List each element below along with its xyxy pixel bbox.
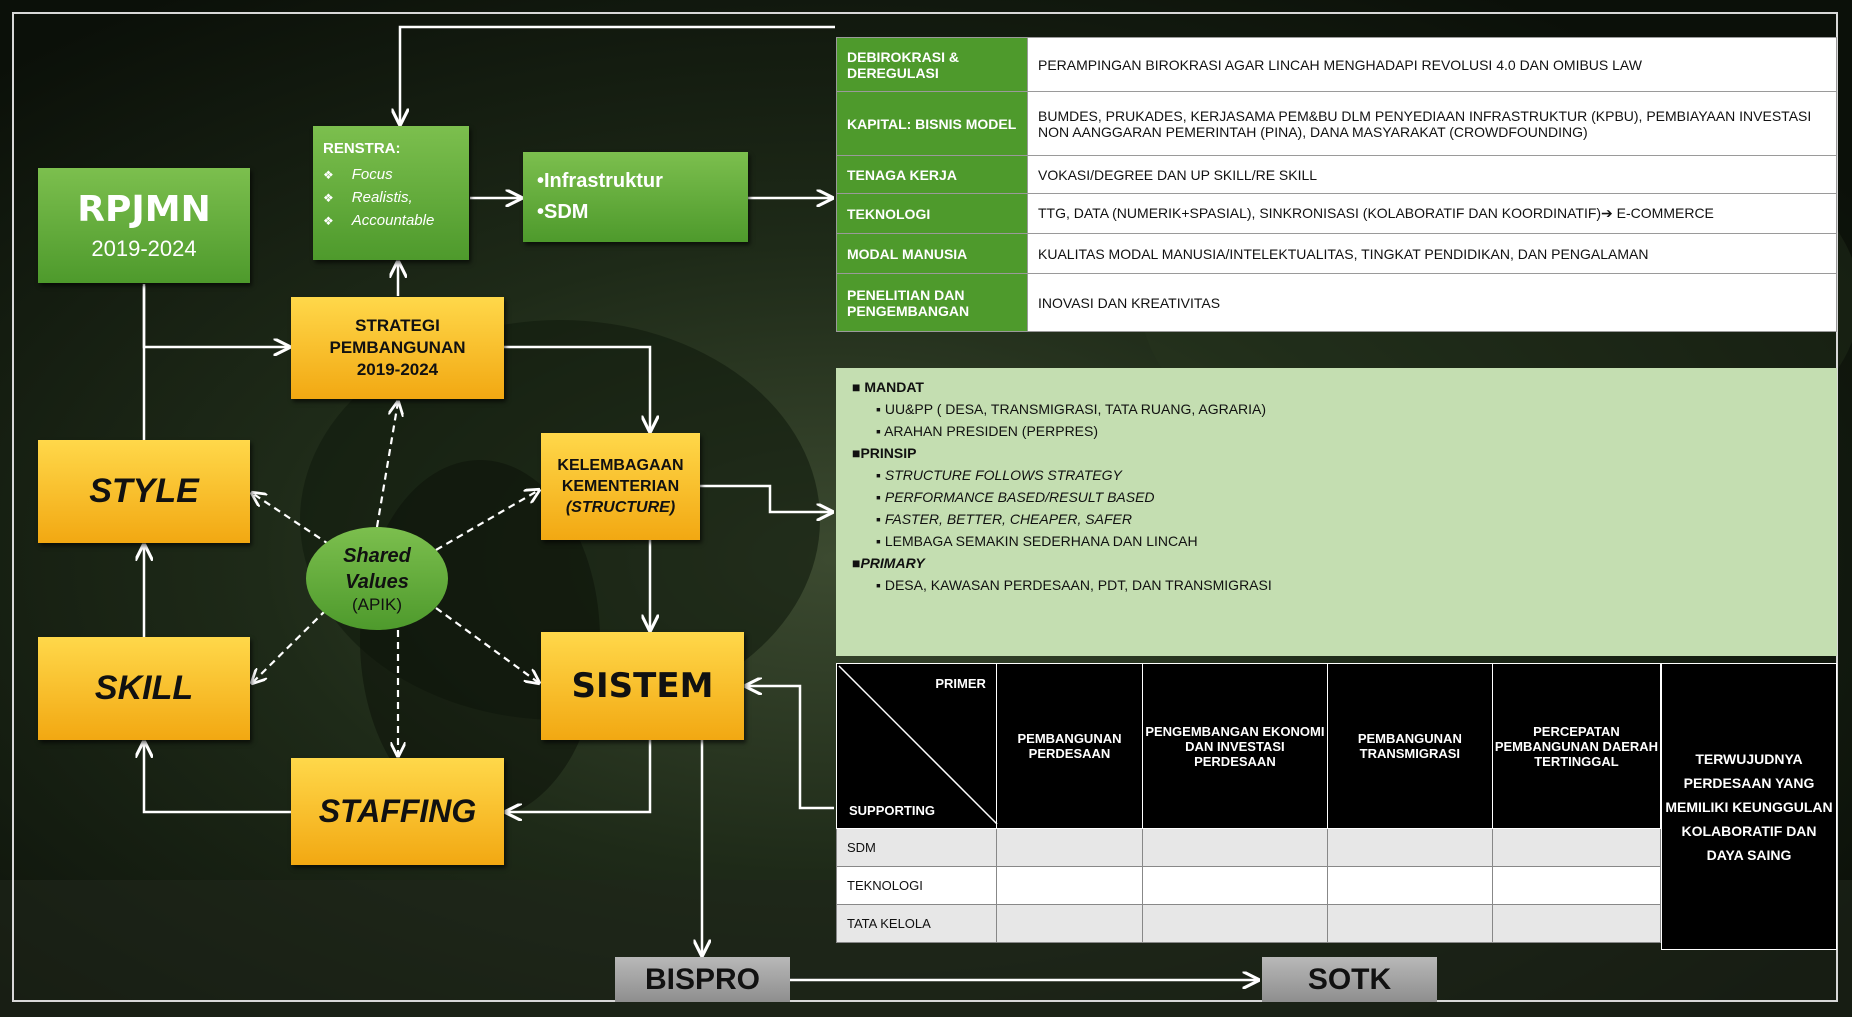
primer-label: PRIMER [935, 676, 986, 691]
table-row: TENAGA KERJA VOKASI/DEGREE DAN UP SKILL/… [836, 155, 1837, 194]
table-label: PENELITIAN DAN PENGEMBANGAN [836, 273, 1028, 332]
table-value: PERAMPINGAN BIROKRASI AGAR LINCAH MENGHA… [1027, 37, 1837, 92]
kelembagaan-line: (STRUCTURE) [565, 499, 676, 516]
matrix-header-row: PRIMER SUPPORTING PEMBANGUNAN PERDESAAN … [836, 663, 1662, 829]
infra-box: •Infrastruktur •SDM [523, 152, 748, 242]
matrix-cell [1491, 904, 1662, 943]
matrix-corner-cell: PRIMER SUPPORTING [836, 663, 998, 829]
staffing-box: STAFFING [291, 758, 504, 865]
table-label: TEKNOLOGI [836, 193, 1028, 234]
matrix-cell [1142, 866, 1328, 905]
table-value: TTG, DATA (NUMERIK+SPASIAL), SINKRONISAS… [1027, 193, 1837, 234]
table-row: PENELITIAN DAN PENGEMBANGAN INOVASI DAN … [836, 273, 1837, 332]
matrix-col-header: PEMBANGUNAN PERDESAAN [995, 663, 1144, 829]
rpjmn-title: RPJMN [77, 189, 211, 230]
prinsip-item: ▪ STRUCTURE FOLLOWS STRATEGY [876, 467, 1122, 483]
primary-heading: ■PRIMARY [852, 555, 925, 571]
mandat-panel: ■ MANDAT ▪ UU&PP ( DESA, TRANSMIGRASI, T… [836, 368, 1837, 656]
rpjmn-years: 2019-2024 [91, 236, 197, 261]
infra-item: •Infrastruktur [537, 170, 663, 192]
renstra-item: ❖Accountable [323, 212, 435, 229]
table-value: BUMDES, PRUKADES, KERJASAMA PEM&BU DLM P… [1027, 91, 1837, 156]
shared-values-line: (APIK) [351, 594, 403, 614]
matrix-cell [1491, 828, 1662, 867]
kelembagaan-line: KELEMBAGAAN [557, 457, 684, 474]
matrix-row-label: TEKNOLOGI [836, 866, 997, 905]
outer-frame [12, 12, 1838, 1002]
mandat-item: ▪ UU&PP ( DESA, TRANSMIGRASI, TATA RUANG… [876, 401, 1267, 417]
table-row: TEKNOLOGI TTG, DATA (NUMERIK+SPASIAL), S… [836, 193, 1837, 234]
matrix-cell [995, 866, 1144, 905]
table-value: INOVASI DAN KREATIVITAS [1027, 273, 1837, 332]
infra-item: •SDM [537, 201, 589, 223]
primary-item: ▪ DESA, KAWASAN PERDESAAN, PDT, DAN TRAN… [876, 577, 1272, 593]
matrix-row: SDM [836, 828, 1662, 867]
diamond-bullet-icon: ❖ [323, 168, 334, 182]
sotk-box: SOTK [1262, 957, 1437, 1002]
table-label: TENAGA KERJA [836, 155, 1028, 194]
matrix-cell [1142, 904, 1328, 943]
matrix-row: TATA KELOLA [836, 904, 1662, 943]
matrix-cell [1142, 828, 1328, 867]
mandat-heading: ■ MANDAT [852, 379, 924, 395]
diamond-bullet-icon: ❖ [323, 214, 334, 228]
table-row: KAPITAL: BISNIS MODEL BUMDES, PRUKADES, … [836, 91, 1837, 156]
strategi-line: PEMBANGUNAN [329, 338, 466, 357]
matrix-cell [1326, 828, 1493, 867]
primer-supporting-matrix: PRIMER SUPPORTING PEMBANGUNAN PERDESAAN … [836, 663, 1662, 943]
matrix-cell [1326, 904, 1493, 943]
prinsip-heading: ■PRINSIP [852, 445, 917, 461]
strategi-line: STRATEGI [355, 316, 440, 335]
matrix-cell [1326, 866, 1493, 905]
matrix-col-header: PEMBANGUNAN TRANSMIGRASI [1326, 663, 1493, 829]
renstra-item: ❖Realistis, [323, 189, 413, 206]
renstra-heading: RENSTRA: [323, 140, 401, 157]
mandat-item: ▪ ARAHAN PRESIDEN (PERPRES) [876, 423, 1099, 439]
matrix-row-label: TATA KELOLA [836, 904, 997, 943]
table-row: DEBIROKRASI & DEREGULASI PERAMPINGAN BIR… [836, 37, 1837, 92]
table-label: MODAL MANUSIA [836, 233, 1028, 274]
style-box: STYLE [38, 440, 250, 543]
goal-cell: TERWUJUDNYA PERDESAAN YANG MEMILIKI KEUN… [1661, 663, 1837, 950]
renstra-box: RENSTRA: ❖Focus ❖Realistis, ❖Accountable [313, 126, 469, 260]
table-value: KUALITAS MODAL MANUSIA/INTELEKTUALITAS, … [1027, 233, 1837, 274]
diamond-bullet-icon: ❖ [323, 191, 334, 205]
skill-box: SKILL [38, 637, 250, 740]
bispro-box: BISPRO [615, 957, 790, 1002]
shared-values-line: Values [345, 570, 409, 593]
kelembagaan-box: KELEMBAGAAN KEMENTERIAN (STRUCTURE) [541, 433, 700, 540]
matrix-row-label: SDM [836, 828, 997, 867]
prinsip-item: ▪ LEMBAGA SEMAKIN SEDERHANA DAN LINCAH [876, 533, 1198, 549]
strategi-box: STRATEGI PEMBANGUNAN 2019-2024 [291, 297, 504, 399]
matrix-cell [995, 828, 1144, 867]
matrix-cell [995, 904, 1144, 943]
matrix-col-header: PERCEPATAN PEMBANGUNAN DAERAH TERTINGGAL [1491, 663, 1662, 829]
shared-values-line: Shared [343, 544, 411, 567]
prinsip-item: ▪ FASTER, BETTER, CHEAPER, SAFER [876, 511, 1132, 527]
sistem-box: SISTEM [541, 632, 744, 740]
shared-values-ellipse: Shared Values (APIK) [306, 527, 448, 630]
strategy-table: DEBIROKRASI & DEREGULASI PERAMPINGAN BIR… [836, 37, 1837, 332]
matrix-row: TEKNOLOGI [836, 866, 1662, 905]
table-label: DEBIROKRASI & DEREGULASI [836, 37, 1028, 92]
matrix-col-header: PENGEMBANGAN EKONOMI DAN INVESTASI PERDE… [1142, 663, 1328, 829]
kelembagaan-line: KEMENTERIAN [561, 478, 680, 495]
matrix-cell [1491, 866, 1662, 905]
diagonal-divider [838, 665, 998, 825]
strategi-line: 2019-2024 [356, 360, 439, 379]
rpjmn-box: RPJMN 2019-2024 [38, 168, 250, 283]
renstra-item: ❖Focus [323, 166, 393, 183]
prinsip-item: ▪ PERFORMANCE BASED/RESULT BASED [876, 489, 1155, 505]
table-row: MODAL MANUSIA KUALITAS MODAL MANUSIA/INT… [836, 233, 1837, 274]
table-label: KAPITAL: BISNIS MODEL [836, 91, 1028, 156]
table-value: VOKASI/DEGREE DAN UP SKILL/RE SKILL [1027, 155, 1837, 194]
supporting-label: SUPPORTING [849, 803, 935, 818]
